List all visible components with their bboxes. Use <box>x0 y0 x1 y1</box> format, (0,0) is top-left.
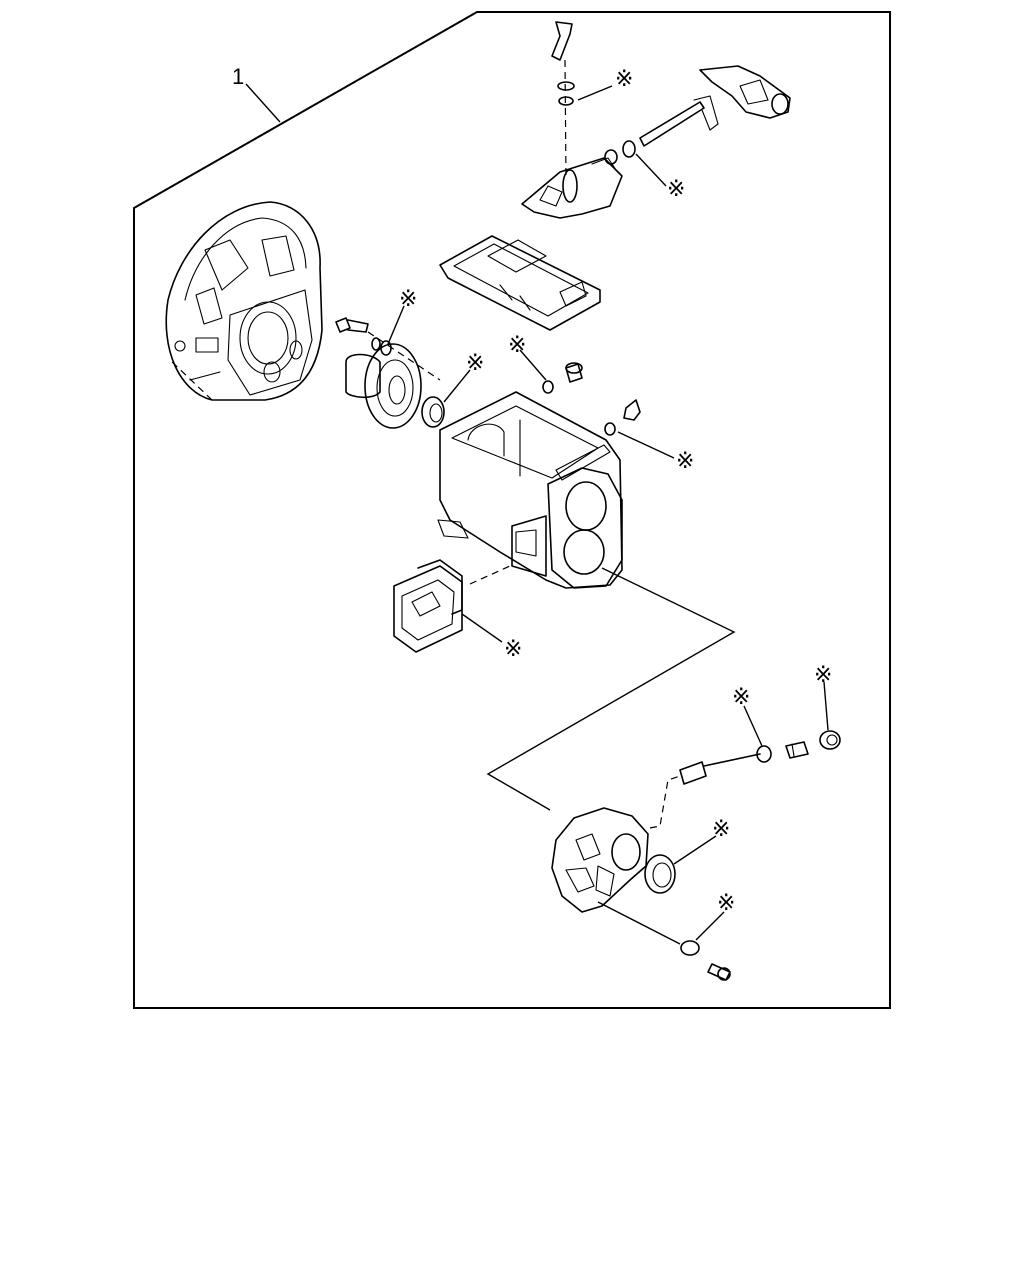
shift-rod <box>679 753 761 785</box>
kit-marker: ※ <box>717 891 735 916</box>
case-plug <box>565 362 583 383</box>
top-cover <box>439 235 601 331</box>
kit-marker: ※ <box>712 817 730 842</box>
extension-housing <box>551 807 649 913</box>
shift-lever-bracket <box>551 21 573 61</box>
pto-cover-gasket <box>393 559 463 653</box>
washer <box>380 340 392 356</box>
o-ring-upper <box>558 96 574 106</box>
detent-cap-bolt <box>819 730 841 750</box>
assembly-link-line <box>486 567 736 811</box>
transmission-case <box>437 391 623 589</box>
plain-washer <box>557 81 575 91</box>
shift-quadrant-housing <box>521 157 623 219</box>
bushing <box>604 149 618 165</box>
kit-marker: ※ <box>732 685 750 710</box>
detent-plug <box>785 741 809 759</box>
kit-marker: ※ <box>814 663 832 688</box>
shift-actuator <box>699 65 791 119</box>
rod-o-ring <box>756 745 772 763</box>
lower-o-ring <box>680 940 700 956</box>
plug-washer <box>542 380 554 394</box>
shift-shaft <box>639 95 719 147</box>
kit-marker: ※ <box>466 351 484 376</box>
shaft-o-ring <box>622 140 636 158</box>
kit-marker: ※ <box>399 287 417 312</box>
mounting-bolt <box>707 963 731 981</box>
callout-number: 1 <box>232 64 244 89</box>
kit-markers: ※ ※ ※ ※ ※ ※ ※ ※ ※ ※ ※ <box>387 67 832 945</box>
breather-bracket <box>623 399 641 421</box>
rod-leader <box>649 775 681 829</box>
callout-leader <box>245 83 281 123</box>
oil-seal <box>421 396 445 428</box>
kit-marker: ※ <box>615 67 633 92</box>
kit-marker: ※ <box>676 449 694 474</box>
housing-bolt <box>335 317 369 333</box>
clutch-housing <box>165 201 323 401</box>
housing-seal <box>644 854 676 894</box>
kit-marker: ※ <box>504 637 522 662</box>
kit-frame <box>133 11 891 1009</box>
spring-washer <box>371 337 381 351</box>
bearing-retainer <box>345 343 422 429</box>
bracket-washer <box>604 422 616 436</box>
kit-marker: ※ <box>667 177 685 202</box>
